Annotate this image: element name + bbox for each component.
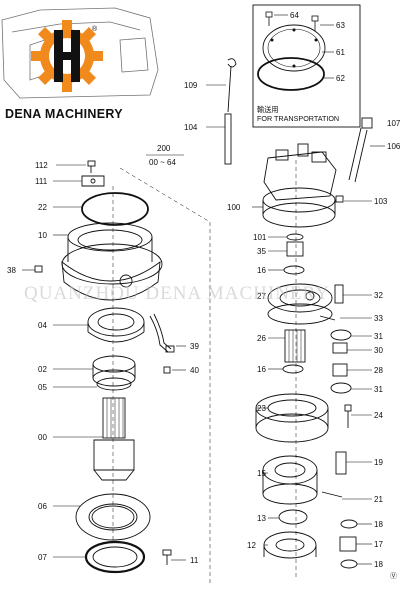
callout-21: 21: [374, 495, 383, 504]
callout-32: 32: [374, 291, 383, 300]
callout-101: 101: [253, 233, 267, 242]
callout-109: 109: [184, 81, 198, 90]
callout-10: 10: [38, 231, 47, 240]
callout-100: 100: [227, 203, 241, 212]
inset-note-cn: 輸送用: [257, 105, 279, 114]
group-range: 00 ~ 64: [149, 158, 176, 167]
callout-02: 02: [38, 365, 47, 374]
corner-mark: Ⓥ: [390, 572, 397, 580]
callout-labels: 64 63 61 62 109 104 107 106 100 103 101 …: [7, 11, 401, 569]
callout-17: 17: [374, 540, 383, 549]
inset-note-en: FOR TRANSPORTATION: [257, 114, 339, 123]
callout-64: 64: [290, 11, 299, 20]
callout-27: 27: [257, 292, 266, 301]
callout-15: 15: [257, 469, 266, 478]
callout-19: 19: [374, 458, 383, 467]
callout-61: 61: [336, 48, 345, 57]
callout-31a: 31: [374, 332, 383, 341]
callout-39: 39: [190, 342, 199, 351]
right-assembly: [224, 58, 373, 569]
group-reference: 200 00 ~ 64: [146, 144, 184, 167]
callout-13: 13: [257, 514, 266, 523]
callout-28: 28: [374, 366, 383, 375]
callout-33: 33: [374, 314, 383, 323]
callout-35: 35: [257, 247, 266, 256]
callout-104: 104: [184, 123, 198, 132]
callout-62: 62: [336, 74, 345, 83]
callout-06: 06: [38, 502, 47, 511]
callout-18b: 18: [374, 560, 383, 569]
watermark-text: QUANZHOU DENA MACHINERY: [24, 283, 330, 304]
callout-63: 63: [336, 21, 345, 30]
callout-31b: 31: [374, 385, 383, 394]
left-assembly: [34, 160, 175, 574]
callout-04: 04: [38, 321, 47, 330]
callout-00: 00: [38, 433, 47, 442]
transport-inset: 輸送用 FOR TRANSPORTATION: [252, 4, 361, 128]
brand-logo: ®: [1, 7, 159, 99]
callout-40: 40: [190, 366, 199, 375]
callout-16b: 16: [257, 365, 266, 374]
callout-103: 103: [374, 197, 388, 206]
callout-18a: 18: [374, 520, 383, 529]
callout-05: 05: [38, 383, 47, 392]
callout-112: 112: [35, 161, 48, 170]
callout-30: 30: [374, 346, 383, 355]
callout-38: 38: [7, 266, 16, 275]
callout-26: 26: [257, 334, 266, 343]
logo-registered-mark: ®: [92, 25, 98, 33]
callout-22: 22: [38, 203, 47, 212]
callout-23: 23: [257, 404, 266, 413]
callout-11: 11: [190, 556, 199, 565]
group-number: 200: [157, 144, 171, 153]
callout-24: 24: [374, 411, 383, 420]
callout-16a: 16: [257, 266, 266, 275]
callout-111: 111: [35, 177, 48, 186]
callout-107: 107: [387, 119, 401, 128]
callout-07: 07: [38, 553, 47, 562]
callout-106: 106: [387, 142, 401, 151]
brand-name: DENA MACHINERY: [5, 107, 123, 121]
callout-12: 12: [247, 541, 256, 550]
